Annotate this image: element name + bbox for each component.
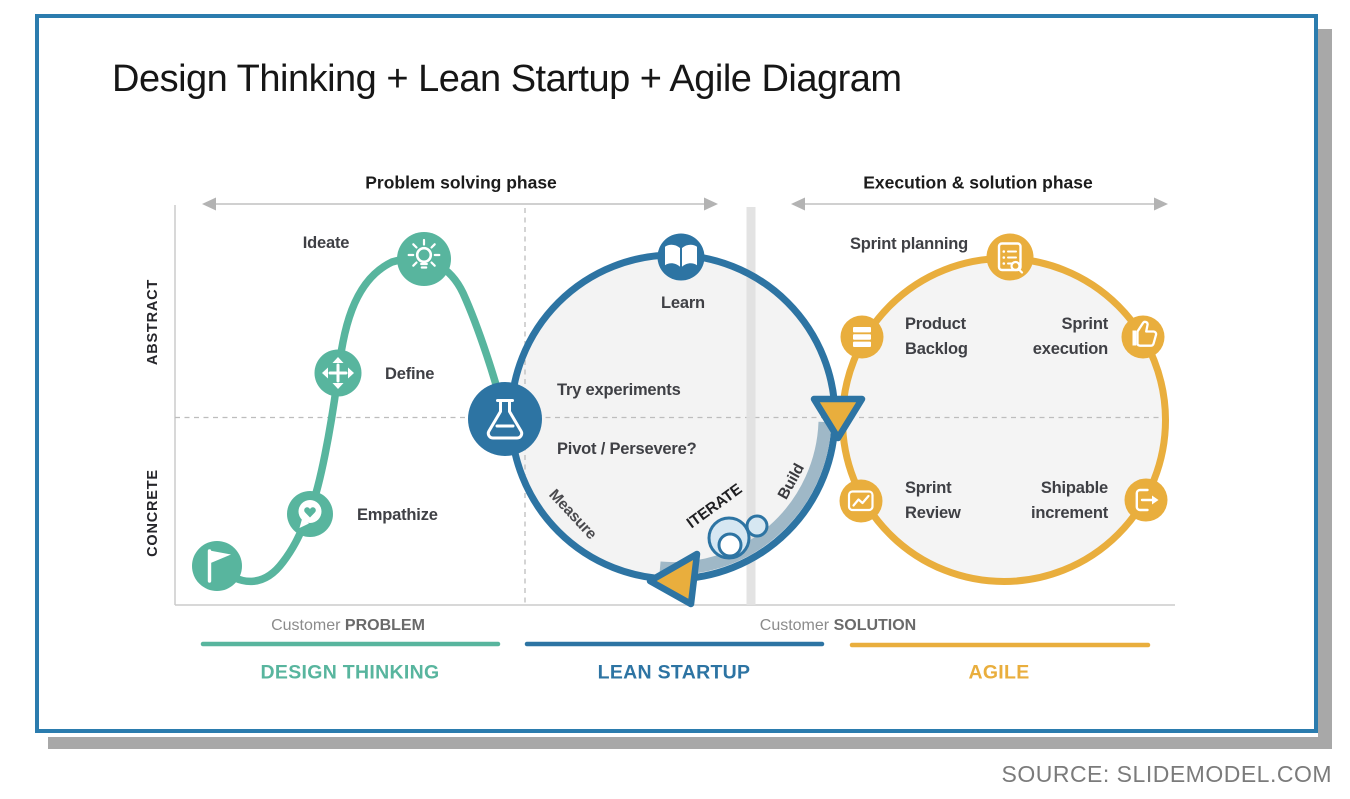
customer-solution-word: SOLUTION [833, 617, 917, 634]
label-sprint-execution: Sprint execution [1000, 312, 1108, 361]
label-product-backlog: Product Backlog [905, 312, 968, 361]
axis-label-concrete: CONCRETE [145, 469, 161, 557]
customer-problem-word: PROBLEM [344, 617, 425, 634]
label-product-backlog-line2: Backlog [905, 339, 968, 358]
lean-startup-label: LEAN STARTUP [597, 661, 751, 684]
label-shipable-increment-line1: Shipable [1040, 479, 1108, 497]
agile-label: AGILE [968, 661, 1030, 684]
slide-frame [35, 14, 1318, 733]
axis-label-abstract: ABSTRACT [145, 278, 161, 366]
page-title: Design Thinking + Lean Startup + Agile D… [112, 58, 902, 100]
label-sprint-review: Sprint Review [905, 476, 961, 525]
customer-problem-label: Customer PROBLEM [271, 617, 425, 635]
label-pivot-persevere: Pivot / Persevere? [557, 440, 697, 458]
label-define: Define [385, 365, 435, 383]
slide-shadow-right [1318, 29, 1332, 749]
execution-phase-label: Execution & solution phase [863, 172, 1093, 193]
label-learn: Learn [661, 294, 705, 312]
label-empathize: Empathize [357, 506, 438, 524]
slide-shadow-bottom [48, 737, 1332, 749]
label-sprint-planning: Sprint planning [850, 235, 968, 253]
label-sprint-execution-line2: execution [1032, 339, 1108, 358]
customer-solution-prefix: Customer [759, 617, 830, 634]
label-sprint-review-line2: Review [905, 503, 961, 522]
problem-phase-label: Problem solving phase [365, 172, 557, 193]
label-sprint-execution-line1: Sprint [1061, 315, 1109, 333]
source-credit: SOURCE: SLIDEMODEL.COM [1001, 761, 1332, 787]
label-sprint-review-line1: Sprint [905, 479, 952, 497]
label-shipable-increment: Shipable increment [988, 476, 1108, 525]
customer-solution-label: Customer SOLUTION [760, 617, 916, 635]
label-product-backlog-line1: Product [905, 315, 966, 333]
label-try-experiments: Try experiments [557, 381, 681, 399]
customer-problem-prefix: Customer [271, 617, 341, 634]
label-ideate: Ideate [302, 233, 350, 252]
design-thinking-label: DESIGN THINKING [260, 661, 440, 684]
label-shipable-increment-line2: increment [1030, 503, 1108, 522]
